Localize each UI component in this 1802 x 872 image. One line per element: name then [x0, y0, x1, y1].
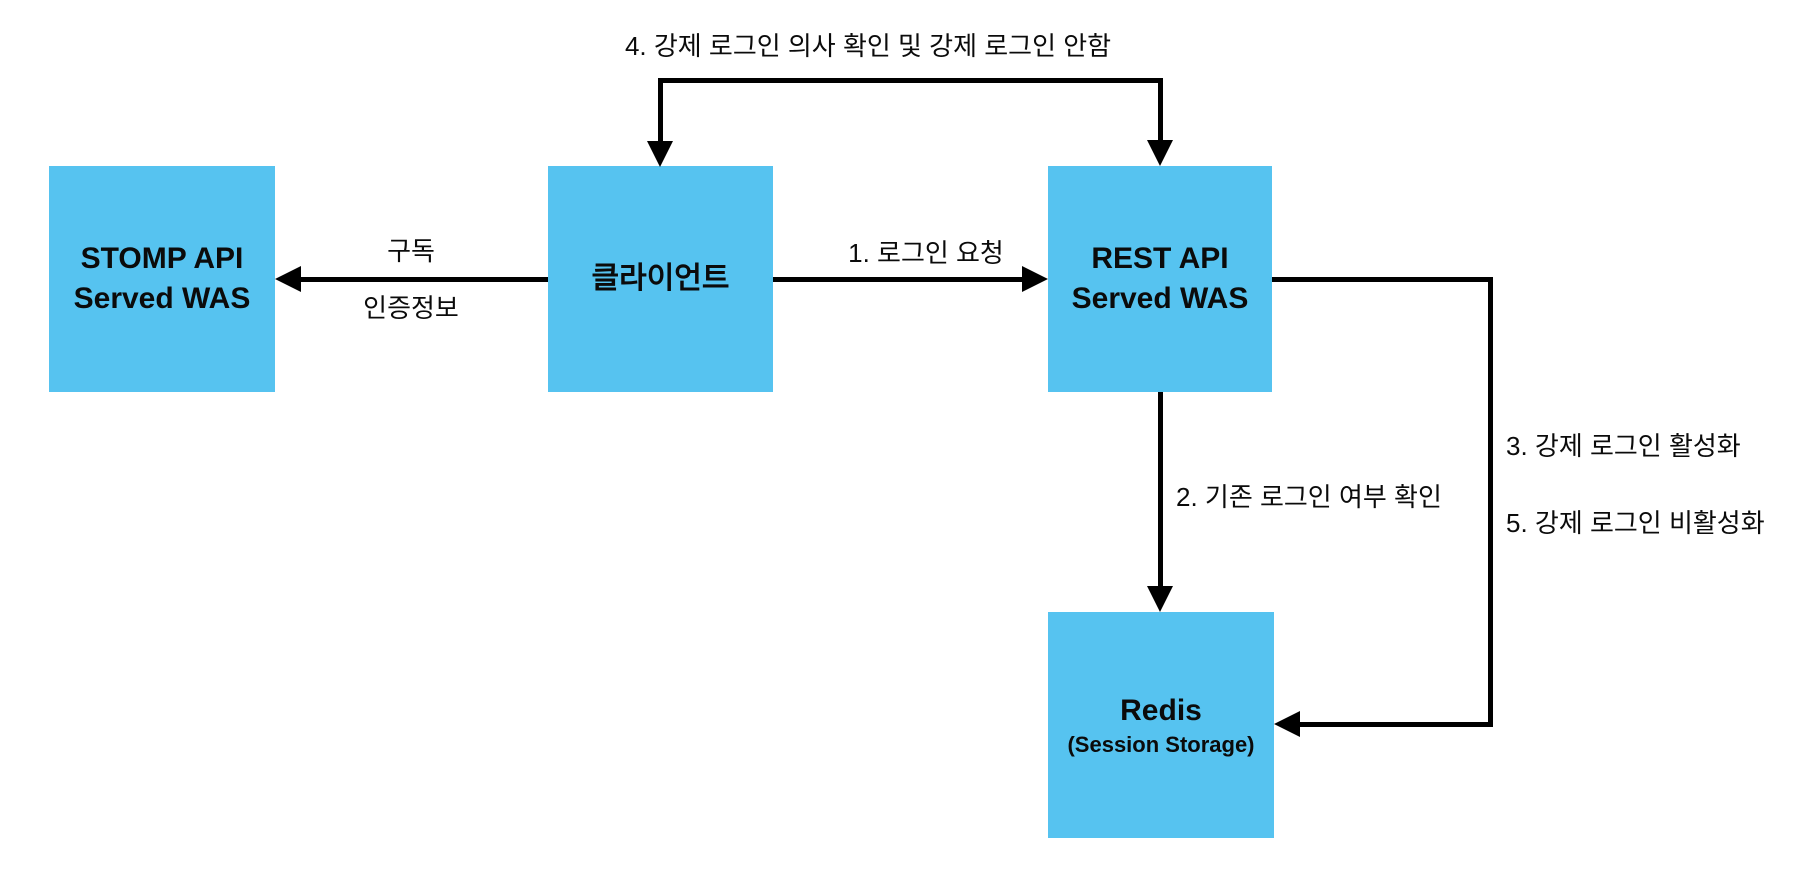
node-client: 클라이언트: [548, 166, 773, 392]
node-title: STOMP API: [80, 242, 244, 276]
edge-force-disable-label: 5. 강제 로그인 비활성화: [1506, 508, 1765, 538]
node-title: Served WAS: [1071, 282, 1249, 315]
node-title: Redis: [1120, 693, 1202, 727]
node-title: Served WAS: [73, 282, 251, 315]
edge-subscribe-label-bottom: 인증정보: [363, 293, 459, 323]
node-subtitle: (Session Storage): [1067, 731, 1255, 757]
edge-force-confirm-line-vertical-left: [658, 78, 663, 141]
edge-subscribe-line: [295, 277, 548, 282]
edge-force-confirm-line-horizontal: [658, 78, 1163, 83]
edge-login-request-line: [773, 277, 1022, 282]
edge-check-existing-arrowhead-down-icon: [1147, 586, 1173, 612]
node-rest-api-was: REST API Served WAS: [1048, 166, 1272, 392]
node-title: REST API: [1091, 242, 1229, 276]
edge-login-request-arrowhead-right-icon: [1022, 266, 1048, 292]
edge-force-confirm-arrowhead-down-icon: [1147, 140, 1173, 166]
edge-login-request-label: 1. 로그인 요청: [848, 238, 1004, 268]
edge-force-toggle-arrowhead-left-icon: [1274, 711, 1300, 737]
edge-check-existing-line: [1158, 392, 1163, 586]
edge-force-toggle-line-top: [1272, 277, 1493, 282]
node-stomp-api-was: STOMP API Served WAS: [49, 166, 275, 392]
node-redis: Redis (Session Storage): [1048, 612, 1274, 838]
edge-force-confirm-label: 4. 강제 로그인 의사 확인 및 강제 로그인 안함: [624, 31, 1112, 61]
edge-force-enable-label: 3. 강제 로그인 활성화: [1506, 431, 1741, 461]
edge-force-toggle-line-vertical: [1488, 277, 1493, 727]
edge-check-existing-label: 2. 기존 로그인 여부 확인: [1176, 482, 1442, 512]
node-title: 클라이언트: [591, 262, 730, 296]
edge-force-confirm-arrowhead-down-icon: [647, 141, 673, 167]
edge-force-confirm-line-vertical-right: [1158, 78, 1163, 140]
edge-subscribe-arrowhead-left-icon: [275, 266, 301, 292]
edge-subscribe-label-top: 구독: [387, 236, 435, 266]
edge-force-toggle-line-bottom: [1298, 722, 1493, 727]
